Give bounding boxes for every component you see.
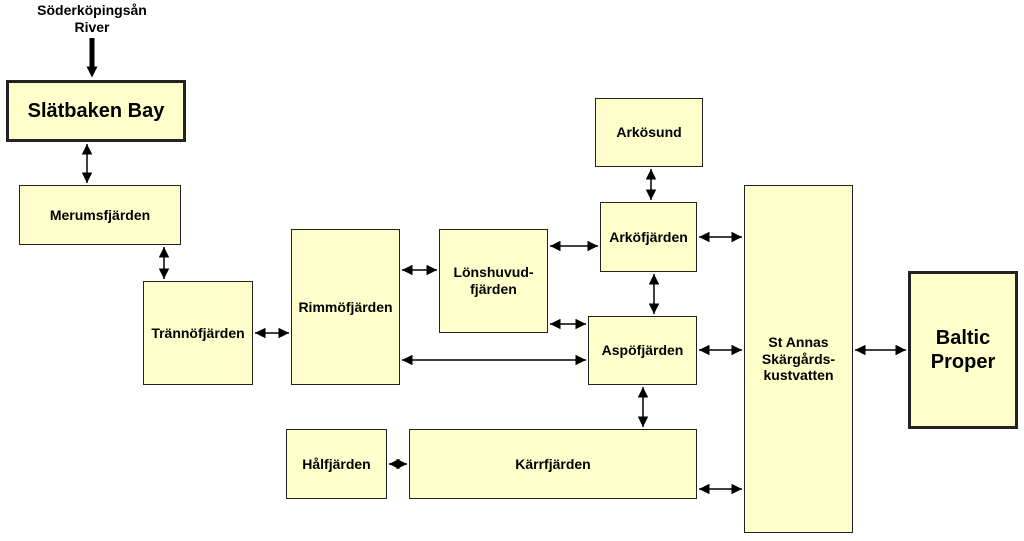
node-slatbaken-bay-label: Slätbaken Bay	[27, 100, 165, 122]
node-rimmofjarden: Rimmöfjärden	[291, 229, 400, 385]
node-slatbaken-bay: Slätbaken Bay	[6, 80, 186, 142]
source-river-label: Söderköpingsån River	[37, 2, 147, 35]
node-aspofjarden: Aspöfjärden	[588, 316, 697, 385]
node-karrfjarden-label: Kärrfjärden	[515, 455, 591, 472]
node-halfjarden-label: Hålfjärden	[302, 455, 371, 472]
node-merumsfjarden: Merumsfjärden	[19, 185, 181, 245]
node-trannofjarden: Trännöfjärden	[143, 281, 253, 385]
node-st-annas-label: St Annas Skärgårds- kustvatten	[761, 333, 836, 384]
node-arkosund-label: Arkösund	[616, 124, 682, 141]
node-arkofjarden-label: Arköfjärden	[609, 228, 688, 245]
node-lonshuvudfjarden-label: Lönshuvud- fjärden	[453, 264, 534, 297]
node-arkofjarden: Arköfjärden	[600, 202, 697, 272]
node-baltic-proper: Baltic Proper	[908, 271, 1018, 429]
node-karrfjarden: Kärrfjärden	[409, 429, 697, 499]
node-aspofjarden-label: Aspöfjärden	[601, 342, 684, 359]
node-rimmofjarden-label: Rimmöfjärden	[298, 298, 393, 315]
node-baltic-proper-label: Baltic Proper	[930, 327, 996, 373]
node-lonshuvudfjarden: Lönshuvud- fjärden	[439, 229, 548, 333]
node-arkosund: Arkösund	[595, 98, 703, 167]
node-merumsfjarden-label: Merumsfjärden	[49, 206, 151, 223]
node-st-annas-skargards-kustvatten: St Annas Skärgårds- kustvatten	[744, 185, 853, 533]
node-halfjarden: Hålfjärden	[286, 429, 387, 499]
node-trannofjarden-label: Trännöfjärden	[151, 324, 245, 341]
